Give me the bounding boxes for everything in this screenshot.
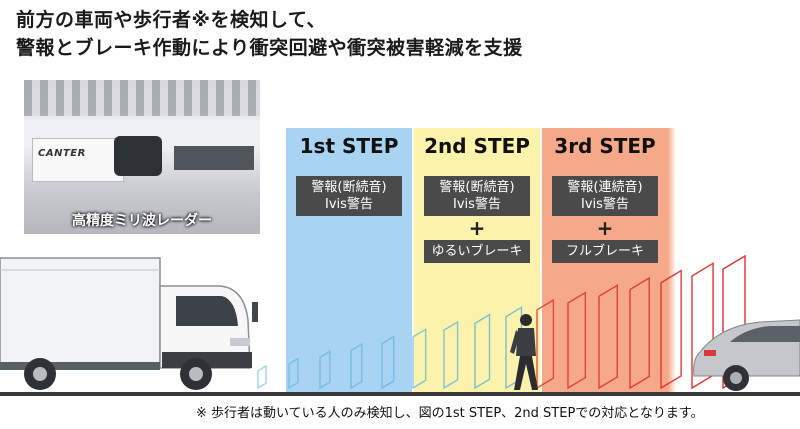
radar-wave (412, 328, 427, 390)
step-3-brake: フルブレーキ (552, 240, 658, 263)
footnote: ※ 歩行者は動いている人のみ検知し、図の1st STEP、2nd STEPでの対… (196, 406, 704, 421)
ground-line (0, 392, 800, 396)
radar-wave (319, 350, 331, 390)
pedestrian-figure (510, 314, 538, 390)
radar-wave (474, 313, 491, 390)
radar-waves (257, 254, 746, 390)
bumper-vent (174, 146, 254, 170)
step-3-panel: 3rd STEP 警報(連続音) Ivis警告 + フルブレーキ (542, 128, 668, 394)
truck-grille (24, 80, 260, 116)
headline: 前方の車両や歩行者※を検知して、 警報とブレーキ作動により衝突回避や衝突被害軽減… (16, 6, 523, 62)
headline-line-2: 警報とブレーキ作動により衝突回避や衝突被害軽減を支援 (16, 37, 523, 59)
step-2-alert-box: 警報(断続音) Ivis警告 (424, 176, 530, 216)
radar-wave (691, 262, 714, 390)
step-3-ivis: Ivis警告 (581, 197, 629, 212)
brand-logo: CANTER (38, 148, 86, 159)
headline-line-1: 前方の車両や歩行者※を検知して、 (16, 9, 326, 31)
radar-wave (381, 335, 395, 390)
step-3-fade-edge (668, 128, 676, 394)
radar-wave (288, 357, 299, 390)
step-2-brake: ゆるいブレーキ (424, 240, 530, 263)
radar-wave (660, 269, 682, 390)
step-1-panel: 1st STEP 警報(断続音) Ivis警告 (286, 128, 412, 394)
radar-caption: 高精度ミリ波レーダー (72, 213, 212, 229)
step-2-plus: + (468, 216, 486, 240)
radar-wave (536, 298, 555, 390)
radar-wave (257, 364, 267, 390)
radar-wave (443, 320, 459, 390)
step-2-alert: 警報(断続音) (439, 180, 515, 195)
step-1-alert: 警報(断続音) (311, 180, 387, 195)
radar-wave (629, 276, 650, 390)
truck-illustration (0, 257, 258, 390)
radar-wave (598, 284, 618, 390)
step-2-title: 2nd STEP (424, 134, 530, 158)
step-1-ivis: Ivis警告 (325, 197, 373, 212)
step-1-title: 1st STEP (299, 134, 399, 158)
step-3-title: 3rd STEP (554, 134, 656, 158)
step-2-ivis: Ivis警告 (453, 197, 501, 212)
step-3-alert: 警報(連続音) (567, 180, 643, 195)
radar-sensor (114, 136, 162, 176)
car-illustration (693, 319, 800, 391)
step-3-alert-box: 警報(連続音) Ivis警告 (552, 176, 658, 216)
step-1-alert-box: 警報(断続音) Ivis警告 (296, 176, 402, 216)
step-3-plus: + (596, 216, 614, 240)
radar-photo: CANTER 高精度ミリ波レーダー (24, 80, 260, 234)
license-plate-area (32, 138, 124, 182)
radar-wave (567, 291, 587, 390)
radar-wave (350, 342, 363, 390)
